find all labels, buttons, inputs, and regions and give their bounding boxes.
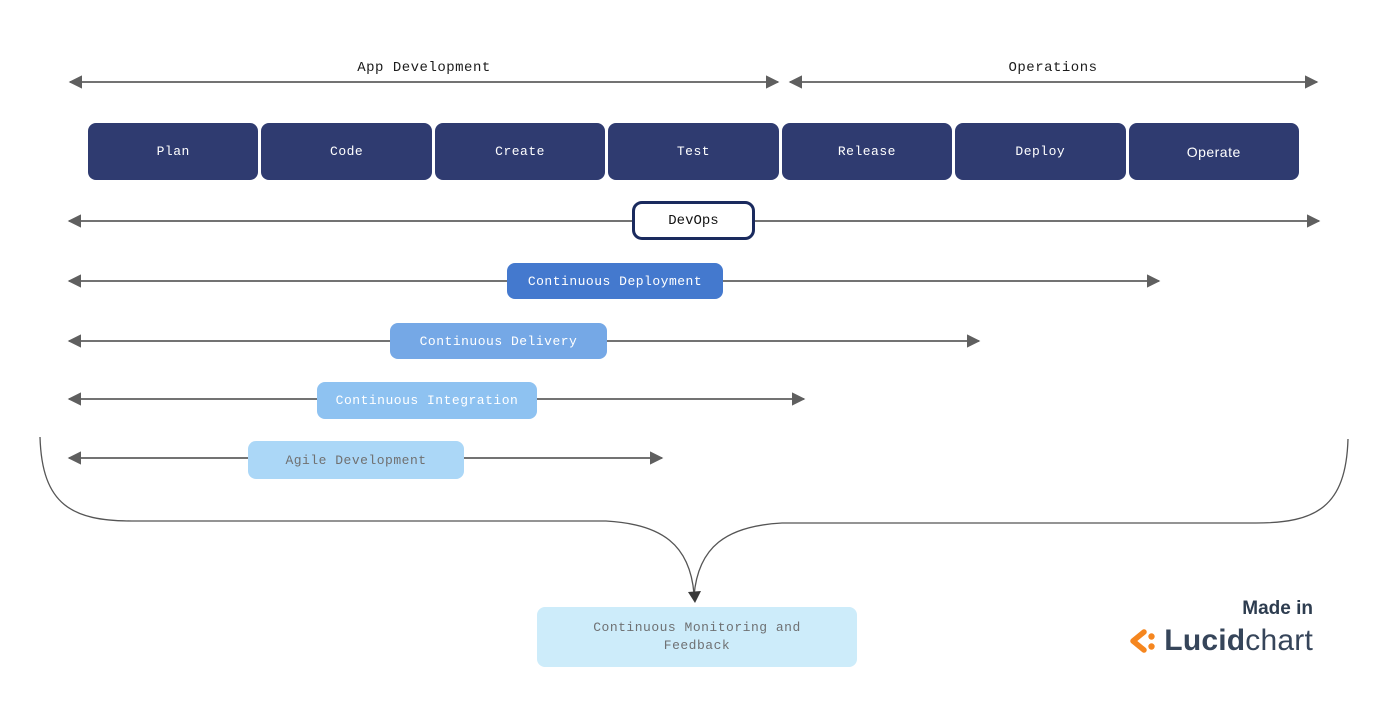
stages-row: Plan Code Create Test Release Deploy Ope… [88, 123, 1299, 180]
continuous-integration-box: Continuous Integration [317, 382, 537, 419]
funnel-curve-right [693, 438, 1349, 597]
lucidchart-wordmark: Lucidchart [1164, 624, 1313, 658]
operations-label: Operations [1008, 60, 1098, 76]
stage-box-release: Release [781, 123, 953, 180]
stage-box-create: Create [434, 123, 606, 180]
funnel-arrowhead-icon [688, 591, 701, 603]
continuous-delivery-box: Continuous Delivery [390, 323, 607, 359]
continuous-deployment-box: Continuous Deployment [507, 263, 723, 299]
stage-box-test: Test [608, 123, 779, 180]
stage-box-plan: Plan [88, 123, 259, 180]
continuous-monitoring-feedback-box: Continuous Monitoring and Feedback [537, 607, 857, 667]
stage-box-deploy: Deploy [955, 123, 1126, 180]
agile-development-box: Agile Development [248, 441, 464, 479]
brand-word-chart: chart [1245, 624, 1313, 657]
made-in-label: Made in [1242, 598, 1313, 619]
lucidchart-branding: Made in Lucidchart [1125, 598, 1313, 658]
app-development-label: App Development [357, 60, 491, 76]
stage-box-operate: Operate [1128, 123, 1299, 180]
brand-word-lucid: Lucid [1164, 624, 1246, 657]
lucidchart-logo-icon [1130, 629, 1155, 653]
devops-badge: DevOps [632, 201, 755, 240]
stage-box-code: Code [261, 123, 432, 180]
funnel-curve-left [39, 436, 695, 595]
